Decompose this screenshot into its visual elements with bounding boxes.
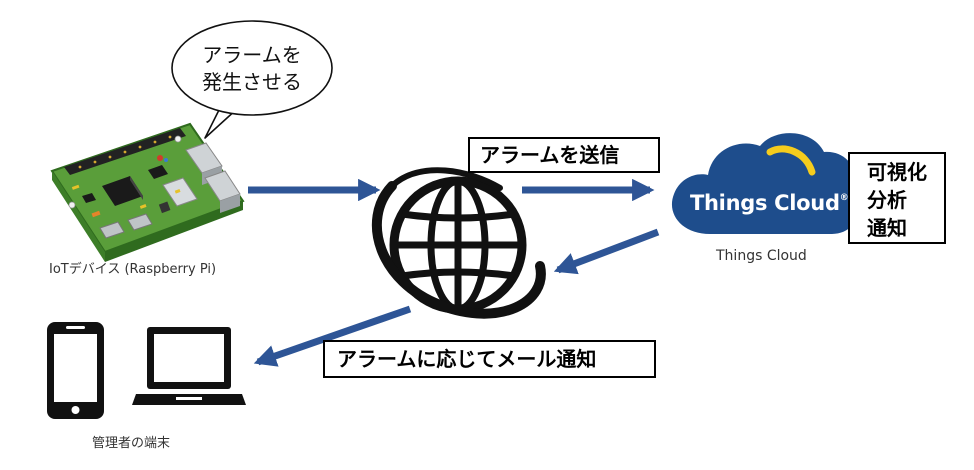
cloud-icon: [671, 133, 860, 234]
speech-bubble-text: アラームを 発生させる: [192, 42, 312, 96]
registered-mark: ®: [839, 193, 849, 203]
flow-arrows: [248, 178, 660, 367]
device-caption: IoTデバイス (Raspberry Pi): [49, 262, 217, 277]
arrow-globe-to-terminals: [253, 305, 412, 367]
cloud-logo-text: Things Cloud®: [690, 191, 849, 215]
raspberry-pi-board-icon: [50, 122, 245, 262]
mail-notify-label: アラームに応じてメール通知: [323, 340, 656, 378]
analysis-line-2: 分析: [867, 188, 907, 212]
analysis-line-3: 通知: [867, 216, 907, 240]
globe-icon: [372, 167, 546, 319]
speech-bubble: [171, 20, 333, 139]
terminals-caption: 管理者の端末: [92, 436, 171, 451]
bubble-line-2: 発生させる: [202, 70, 302, 94]
cloud-caption: Things Cloud: [716, 248, 807, 264]
analysis-line-1: 可視化: [867, 160, 927, 184]
cloud-logo-name: Things Cloud: [690, 191, 840, 215]
arrow-cloud-to-globe: [553, 228, 660, 275]
smartphone-icon: [47, 322, 104, 419]
laptop-icon: [132, 327, 246, 405]
bubble-line-1: アラームを: [202, 43, 302, 67]
analysis-box: 可視化 分析 通知: [848, 152, 946, 244]
send-alarm-label: アラームを送信: [468, 137, 660, 173]
